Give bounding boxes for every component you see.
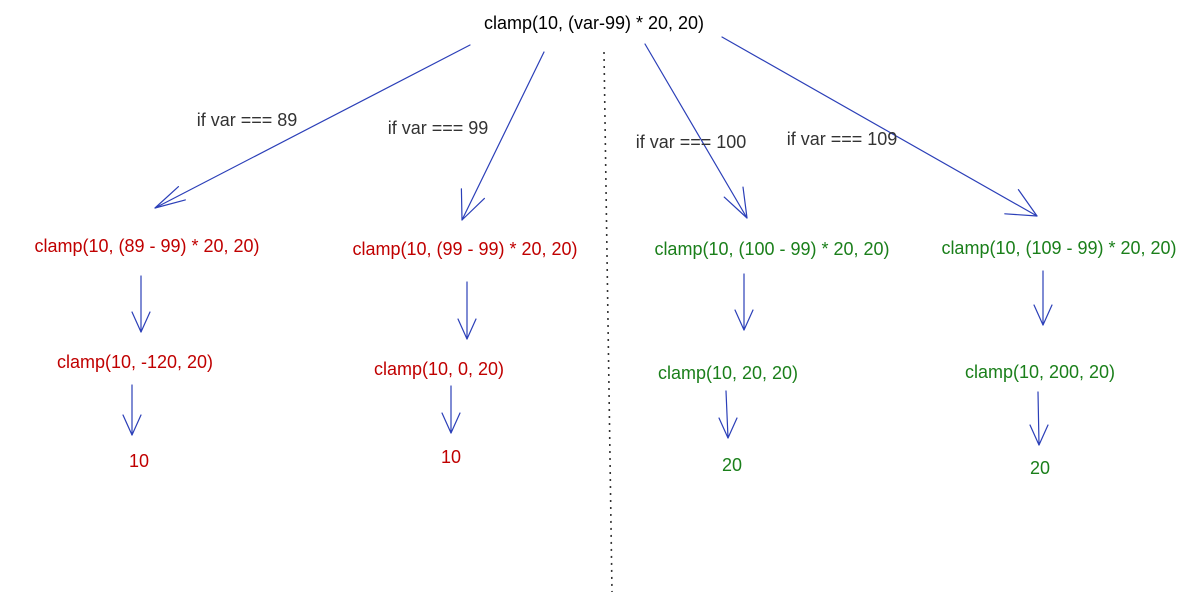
arrow-branch-1-step-1 (131, 275, 151, 333)
branch-3-result: 20 (721, 455, 743, 475)
branch-2-substituted: clamp(10, (99 - 99) * 20, 20) (352, 239, 578, 259)
branch-3-condition: if var === 100 (635, 132, 747, 152)
branch-1-condition: if var === 89 (196, 110, 298, 130)
branch-4-result: 20 (1029, 458, 1051, 478)
arrow-root-to-branch-3 (644, 43, 748, 219)
arrow-root-to-branch-1 (154, 44, 471, 209)
arrow-branch-2-step-2 (441, 385, 461, 434)
branch-4-condition: if var === 109 (786, 129, 898, 149)
divider-dotted-line (603, 51, 613, 593)
arrow-branch-2-step-1 (457, 281, 477, 340)
arrow-root-to-branch-2 (460, 51, 545, 221)
branch-1-result: 10 (128, 451, 150, 471)
root-expression: clamp(10, (var-99) * 20, 20) (483, 13, 705, 33)
branch-2-result: 10 (440, 447, 462, 467)
arrow-root-to-branch-4 (721, 36, 1038, 217)
branch-1-substituted: clamp(10, (89 - 99) * 20, 20) (34, 236, 260, 256)
arrow-branch-1-step-2 (122, 384, 142, 436)
arrow-branch-3-step-2 (718, 390, 738, 439)
branch-3-substituted: clamp(10, (100 - 99) * 20, 20) (654, 239, 890, 259)
arrow-branch-4-step-1 (1033, 270, 1053, 326)
branch-2-evaluated: clamp(10, 0, 20) (373, 359, 505, 379)
branch-3-evaluated: clamp(10, 20, 20) (657, 363, 799, 383)
branch-4-substituted: clamp(10, (109 - 99) * 20, 20) (941, 238, 1177, 258)
arrow-branch-3-step-1 (734, 273, 754, 331)
branch-4-evaluated: clamp(10, 200, 20) (964, 362, 1116, 382)
branch-1-evaluated: clamp(10, -120, 20) (56, 352, 214, 372)
branch-2-condition: if var === 99 (387, 118, 489, 138)
arrow-branch-4-step-2 (1029, 391, 1049, 446)
